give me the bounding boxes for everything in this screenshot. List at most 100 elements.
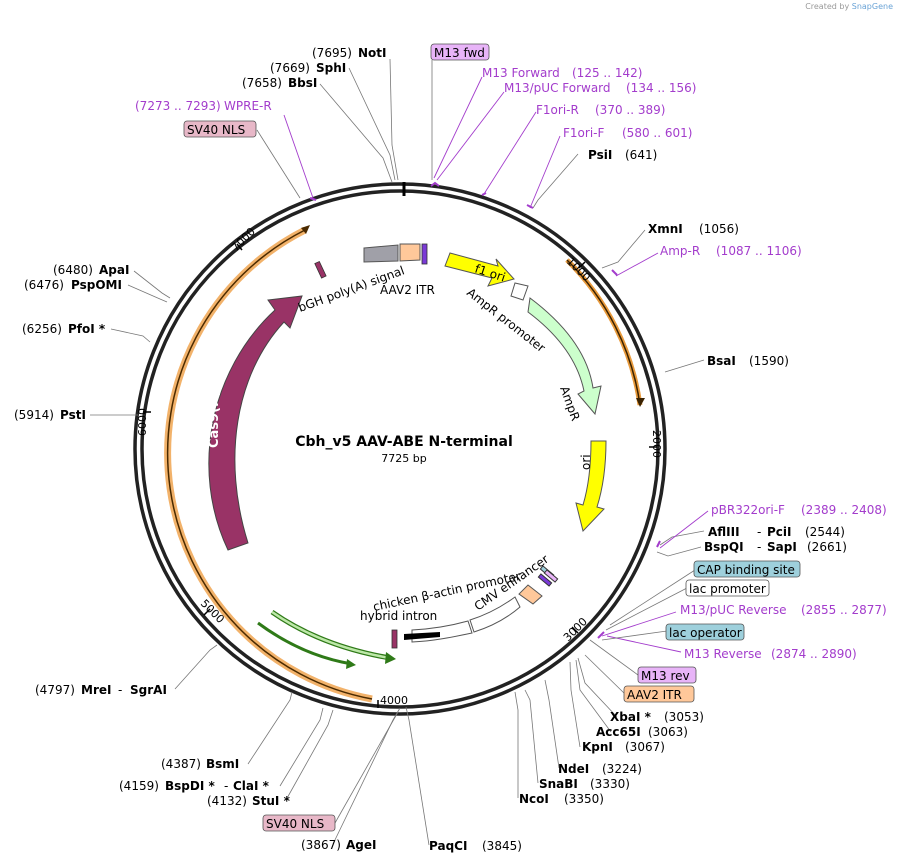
tick-marks — [143, 243, 657, 708]
site-pos-bspdi: (4159) — [119, 779, 159, 793]
amp-r-region-line — [566, 259, 641, 406]
site-pos-bsmi: (4387) — [161, 757, 201, 771]
site-name-psii: PsiI — [588, 148, 612, 162]
site-name-bsai: BsaI — [707, 354, 736, 368]
wpre-arrowhead — [301, 225, 310, 234]
site-pos-noti: (7695) — [312, 46, 352, 60]
box-leader-lines — [256, 60, 696, 824]
tick-label-4000: 4000 — [380, 694, 408, 707]
site-name-paqci: PaqCI — [429, 839, 467, 853]
site-labels: (7695) NotI (7669) SphI (7658) BbsI PsiI… — [14, 46, 847, 853]
green-arrow-1-head — [385, 652, 396, 664]
site-pos-paqci: (3845) — [482, 839, 522, 853]
plasmid-length: 7725 bp — [381, 452, 426, 465]
ampr-promoter-label: AmpR promoter — [464, 285, 548, 355]
cba-promoter-arrow — [411, 620, 473, 643]
site-pos-apai: (6480) — [53, 263, 93, 277]
plasmid-name: Cbh_v5 AAV-ABE N-terminal — [295, 434, 513, 450]
site-pos-stui: (4132) — [207, 794, 247, 808]
site-name-bsmi: BsmI — [206, 757, 239, 771]
f1-ori-arrow — [444, 252, 515, 287]
primer-amp-r: Amp-R — [660, 244, 700, 258]
ori-label: ori — [579, 454, 593, 470]
site-name-xmni: XmnI — [648, 222, 683, 236]
box-sv40-nls-lower-label: SV40 NLS — [266, 817, 324, 831]
primer-m13-puc-reverse: M13/pUC Reverse — [680, 603, 787, 617]
box-cap-binding-site — [693, 560, 801, 578]
green-arrow-2 — [257, 621, 353, 666]
box-lac-promoter — [685, 579, 770, 597]
primer-m13-forward: M13 Forward — [482, 66, 560, 80]
primer-m13-reverse: M13 Reverse — [684, 647, 762, 661]
m13-fwd-block — [421, 243, 428, 265]
site-name-bbsi: BbsI — [288, 76, 317, 90]
sv40-nls-lower-block — [391, 629, 398, 649]
ampr-label: AmpR — [557, 384, 582, 422]
tick-label-6000: 6000 — [136, 408, 149, 436]
amp-r-arrowhead — [636, 398, 645, 407]
primer-amp-r-range: (1087 .. 1106) — [716, 244, 802, 258]
site-pos-acc65i: (3063) — [648, 725, 688, 739]
green-arrow-1-fill — [271, 610, 391, 660]
site-name-sapi: SapI — [767, 540, 797, 554]
primer-f1ori-r-range: (370 .. 389) — [595, 103, 665, 117]
site-name-sgrai: SgrAI — [130, 683, 167, 697]
site-pos-sphi: (7669) — [270, 61, 310, 75]
tick-label-2000: 2000 — [650, 430, 663, 458]
site-pos-snabi: (3330) — [590, 777, 630, 791]
site-name-sphi: SphI — [316, 61, 346, 75]
site-name-stui: StuI * — [252, 794, 291, 808]
site-name-srei: MreI — [81, 683, 111, 697]
site-name-bspdi: BspDI * — [165, 779, 215, 793]
aav2-itr-right-block — [518, 584, 543, 605]
site-pos-xbai: (3053) — [664, 710, 704, 724]
primer-m13-puc-reverse-range: (2855 .. 2877) — [801, 603, 887, 617]
site-pos-pspomi: (6476) — [24, 278, 64, 292]
site-pos-ncoi: (3350) — [564, 792, 604, 806]
site-pos-bbsi: (7658) — [242, 76, 282, 90]
site-name-ndei: NdeI — [558, 762, 589, 776]
box-lac-promoter-label: lac promoter — [689, 582, 766, 596]
primer-pbr322ori-f: pBR322ori-F — [711, 503, 785, 517]
site-pos-bsai: (1590) — [749, 354, 789, 368]
site-name-snabi: SnaBI — [539, 777, 578, 791]
hybrid-intron-label: hybrid intron — [360, 609, 437, 623]
site-name-pspomi: PspOMI — [71, 278, 122, 292]
box-sv40-nls-upper — [183, 120, 257, 138]
site-name-afliii: AflIII — [708, 525, 740, 539]
backbone-outer — [133, 182, 667, 716]
site-name-pcii: PciI — [767, 525, 792, 539]
site-pos-psti: (5914) — [14, 408, 54, 422]
box-lac-operator-label: lac operator — [669, 626, 742, 640]
mcs-blocks — [537, 565, 559, 587]
svg-text:-: - — [118, 683, 122, 697]
site-pos-psii: (641) — [625, 148, 657, 162]
site-pos-ndei: (3224) — [602, 762, 642, 776]
aav2-itr-inner-label: AAV2 ITR — [380, 283, 435, 297]
primer-f1ori-r: F1ori-R — [536, 103, 579, 117]
site-pos-agei: (3867) — [301, 838, 341, 852]
snapgene-credit: Created by SnapGene — [805, 2, 893, 11]
hybrid-intron-bar — [404, 632, 440, 640]
site-pos-kpni: (3067) — [625, 740, 665, 754]
box-m13-rev-label: M13 rev — [641, 669, 690, 683]
site-pos-afliii: (2544) — [805, 525, 845, 539]
site-name-pfoi: PfoI * — [68, 322, 106, 336]
site-name-xbai: XbaI * — [610, 710, 652, 724]
box-sv40-nls-upper-label: SV40 NLS — [187, 123, 245, 137]
ampr-arrow — [527, 297, 602, 416]
bgh-polya-block — [363, 244, 399, 263]
tick-label-5000: 5000 — [198, 597, 227, 626]
site-name-kpni: KpnI — [582, 740, 613, 754]
primer-labels: M13 Forward (125 .. 142) M13/pUC Forward… — [135, 66, 887, 661]
primer-wpre-r-range: (7273 .. 7293) — [135, 99, 221, 113]
green-arrow-2-head — [346, 659, 356, 669]
ori-arrow — [575, 440, 607, 533]
site-pos-bspqi: (2661) — [807, 540, 847, 554]
site-name-clai: ClaI * — [233, 779, 270, 793]
site-name-acc65i: Acc65I — [596, 725, 641, 739]
primer-wpre-r: WPRE-R — [224, 99, 272, 113]
snapgene-logo: SnapGene — [851, 2, 893, 11]
ampr-promoter-arrow — [510, 282, 529, 301]
site-pos-xmni: (1056) — [699, 222, 739, 236]
